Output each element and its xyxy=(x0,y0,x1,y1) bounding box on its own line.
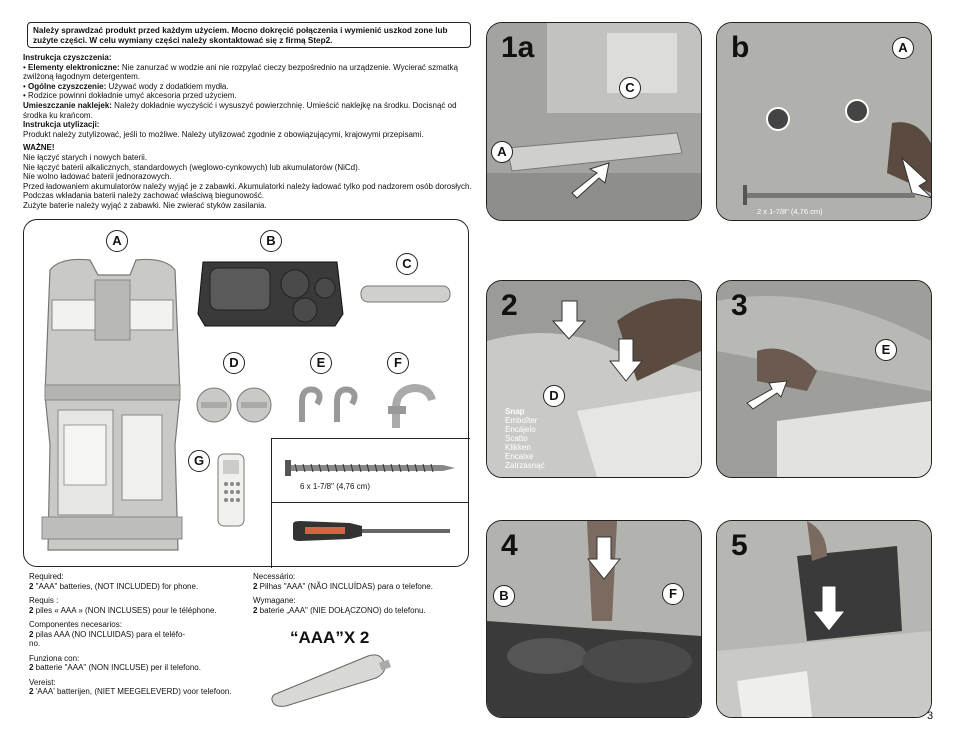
step-5-panel: 5 xyxy=(716,520,932,718)
part-e-hooks xyxy=(299,386,358,422)
step-1a-panel: 1a A C xyxy=(486,22,702,221)
battery-count-label: “AAA”X 2 xyxy=(290,628,370,647)
part-f-label: F xyxy=(387,352,409,374)
snap-list: Snap Emboîter Encájelo Scatto Klikken En… xyxy=(505,407,545,470)
page-number: 3 xyxy=(927,710,934,722)
step-4-panel: 4 B F xyxy=(486,520,702,718)
part-a-kitchen-panel xyxy=(41,258,183,551)
step-2-d-label: D xyxy=(543,385,565,407)
part-e-label: E xyxy=(310,352,332,374)
battery-icon xyxy=(271,654,392,707)
part-b-label: B xyxy=(260,230,282,252)
step-1a-a-label: A xyxy=(491,141,513,163)
part-c-label: C xyxy=(396,253,418,275)
warning-box: Należy sprawdzać produkt przed każdym uż… xyxy=(27,22,471,48)
requirements-left: Required:2 "AAA" batteries, (NOT INCLUDE… xyxy=(29,572,232,696)
step-b-a-label: A xyxy=(892,37,914,59)
step-3-e-label: E xyxy=(875,339,897,361)
part-g-phone xyxy=(217,453,245,527)
step-4-photo xyxy=(487,521,701,717)
step-3-panel: 3 E xyxy=(716,280,932,478)
part-b-sink xyxy=(197,261,344,327)
step-5-photo xyxy=(717,521,931,717)
step-4-b-label: B xyxy=(493,585,515,607)
step-1a-photo xyxy=(487,23,701,220)
step-b-panel: b A 2 x 1-7/8" (4,76 cm) xyxy=(716,22,932,221)
part-g-label: G xyxy=(188,450,210,472)
step-4-f-label: F xyxy=(662,583,684,605)
part-f-faucet xyxy=(388,383,436,428)
divider xyxy=(271,502,469,503)
part-c-rail xyxy=(360,285,451,303)
screw-icon xyxy=(285,460,455,476)
part-a-label: A xyxy=(106,230,128,252)
care-instructions: Instrukcja czyszczenia: • Elementy elekt… xyxy=(23,53,472,210)
screwdriver-icon xyxy=(293,521,450,541)
parts-panel xyxy=(23,219,469,567)
hardware-panel xyxy=(271,438,470,568)
requirements-right: Necessário:2 Pilhas "AAA" (NÃO INCLUÍDAS… xyxy=(253,572,433,615)
step-b-screw-label: 2 x 1-7/8" (4,76 cm) xyxy=(757,207,823,216)
part-d-label: D xyxy=(223,352,245,374)
cleaning-title: Instrukcja czyszczenia: xyxy=(23,53,112,62)
screw-size-label: 6 x 1-7/8" (4,76 cm) xyxy=(300,482,370,491)
step-2-photo xyxy=(487,281,701,477)
part-d-knobs xyxy=(196,387,272,423)
step-1a-c-label: C xyxy=(619,77,641,99)
step-2-panel: 2 D Snap Emboîter Encájelo Scatto Klikke… xyxy=(486,280,702,478)
step-3-photo xyxy=(717,281,931,477)
